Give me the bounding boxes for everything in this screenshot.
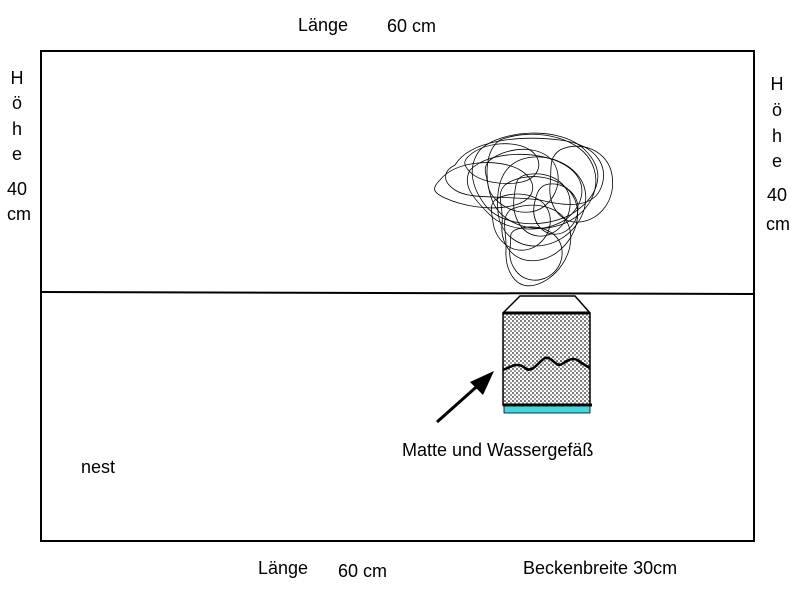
left-height-letter: H <box>10 68 24 88</box>
left-height-unit: cm <box>7 204 31 224</box>
right-height-letter: H <box>770 74 784 94</box>
left-height-letter: e <box>11 144 22 164</box>
container-cap <box>502 295 591 314</box>
plant-tangle <box>434 132 614 287</box>
water-surface-line <box>502 356 591 372</box>
left-height-letter: h <box>11 119 22 139</box>
arrow-head <box>470 371 494 395</box>
right-height-letter: h <box>771 126 782 146</box>
water-strip <box>503 405 591 414</box>
nest-label: nest <box>81 457 116 477</box>
depth-label: Beckenbreite 30cm <box>523 558 678 578</box>
top-length-label: Länge <box>298 15 349 35</box>
tank-divider-line <box>40 291 755 295</box>
right-height-letter: e <box>771 151 782 171</box>
right-height-number: 40 <box>766 185 788 205</box>
tank-outline <box>40 50 755 542</box>
left-height-number: 40 <box>6 179 28 199</box>
bottom-length-value: 60 cm <box>338 561 388 581</box>
equipment-label: Matte und Wassergefäß <box>402 440 594 460</box>
top-length-value: 60 cm <box>387 16 437 36</box>
right-height-letter: ö <box>771 100 782 120</box>
arrow-line <box>436 379 484 424</box>
left-height-letter: ö <box>11 93 22 113</box>
bottom-length-label: Länge <box>258 558 309 578</box>
right-height-unit: cm <box>766 214 790 234</box>
